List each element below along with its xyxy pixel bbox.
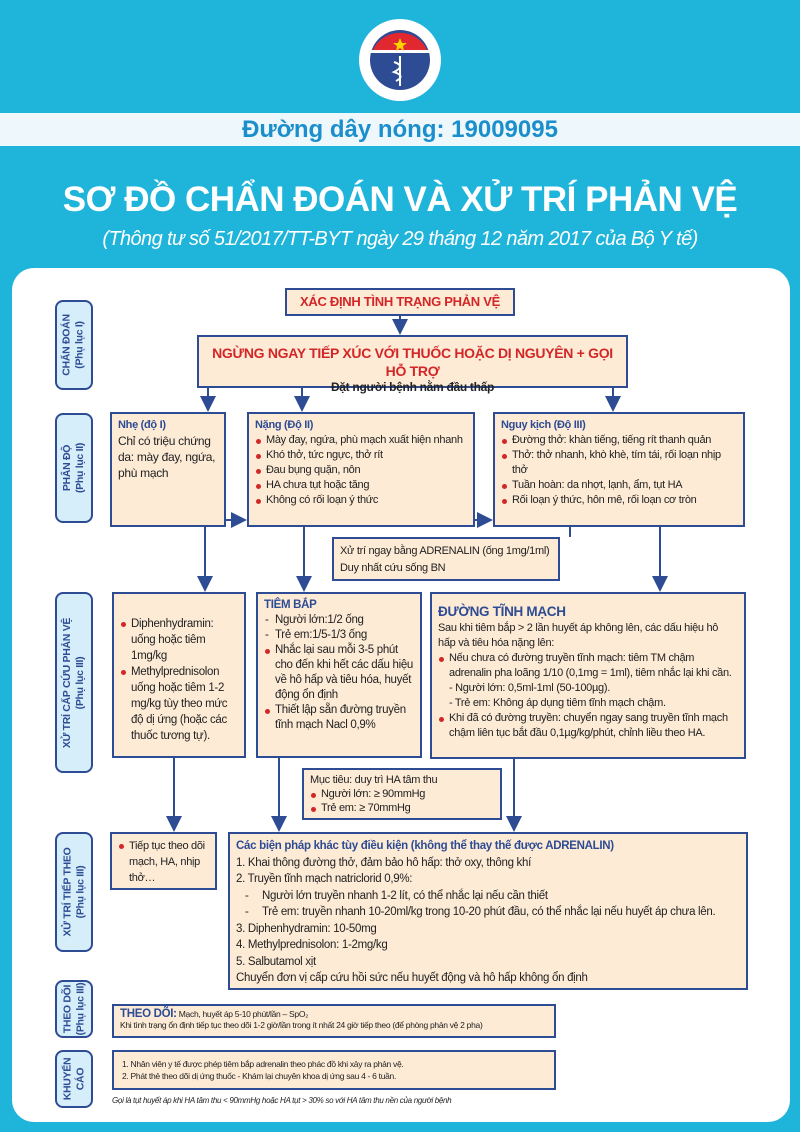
adrenalin-note: Duy nhất cứu sống BN xyxy=(340,562,446,574)
monitor-text: Mạch, huyết áp 5-10 phút/lần – SpO₂ xyxy=(178,1009,309,1019)
im-title: TIÊM BẮP xyxy=(264,599,317,611)
treatment-item: Khi đã có đường truyền: chuyển ngay sang… xyxy=(438,711,738,741)
iv-title: ĐƯỜNG TĨNH MẠCH xyxy=(438,604,566,619)
ministry-logo xyxy=(358,18,442,102)
page-title: SƠ ĐỒ CHẨN ĐOÁN VÀ XỬ TRÍ PHẢN VỆ xyxy=(62,180,738,219)
side-label-title: KHUYẾN xyxy=(61,1057,74,1101)
grade-title: Nặng (Độ II) xyxy=(255,419,314,431)
monitoring-box: THEO DÕI: Mạch, huyết áp 5-10 phút/lần –… xyxy=(112,1004,556,1038)
iv-intro: Sau khi tiêm bắp > 2 lần huyết áp không … xyxy=(438,622,719,649)
target-title: Mục tiêu: duy trì HA tâm thu xyxy=(310,774,438,786)
side-label-diagnosis: CHẨN ĐOÁN(Phụ lục I) xyxy=(55,300,93,390)
side-label-grading: PHÂN ĐỘ(Phụ lục II) xyxy=(55,413,93,523)
hotline: Đường dây nóng: 19009095 xyxy=(0,113,800,146)
measure-item: 3. Diphenhydramin: 10-50mg xyxy=(236,922,377,935)
side-label-monitoring: THEO DÕI(Phụ lục III) xyxy=(55,980,93,1038)
side-label-title: PHÂN ĐỘ xyxy=(61,444,74,492)
symptom-item: Mày đay, ngứa, phù mạch xuất hiện nhanh xyxy=(255,433,467,448)
stop-exposure-text: NGỪNG NGAY TIẾP XÚC VỚI THUỐC HOẶC DỊ NG… xyxy=(212,345,613,379)
side-label-title: XỬ TRÍ TIẾP THEO xyxy=(61,847,73,937)
side-label-title: CHẨN ĐOÁN xyxy=(61,314,73,376)
treatment-item: Nhắc lại sau mỗi 3-5 phút cho đến khi hế… xyxy=(264,643,414,703)
symptom-item: Không có rối loạn ý thức xyxy=(255,493,467,508)
stop-exposure-box: NGỪNG NGAY TIẾP XÚC VỚI THUỐC HOẶC DỊ NG… xyxy=(197,335,628,394)
target-item: Trẻ em: ≥ 70mmHg xyxy=(310,801,494,815)
measure-item: 5. Salbutamol xịt xyxy=(236,955,316,968)
dose-item: Trẻ em:1/5-1/3 ống xyxy=(264,628,414,643)
measures-title: Các biện pháp khác tùy điều kiện (không … xyxy=(236,840,614,852)
mild-followup-box: Tiếp tục theo dõi mạch, HA, nhịp thở… xyxy=(110,832,217,890)
symptom-item: HA chưa tụt hoặc tăng xyxy=(255,478,467,493)
followup-item: Tiếp tục theo dõi mạch, HA, nhịp thở… xyxy=(118,838,209,886)
treatment-item: Methylprednisolon uống hoặc tiêm 1-2 mg/… xyxy=(120,664,238,744)
treatment-item: Diphenhydramin: uống hoặc tiêm 1mg/kg xyxy=(120,616,238,664)
grade-title: Nguy kịch (Độ III) xyxy=(501,419,586,431)
target-item: Người lớn: ≥ 90mmHg xyxy=(310,787,494,801)
other-measures-box: Các biện pháp khác tùy điều kiện (không … xyxy=(228,832,748,990)
symptom-item: Đường thở: khàn tiếng, tiếng rít thanh q… xyxy=(501,433,737,448)
symptom-item: Khó thở, tức ngực, thở rít xyxy=(255,448,467,463)
side-label-emergency: XỬ TRÍ CẤP CỨU PHẢN VỆ(Phụ lục III) xyxy=(55,592,93,773)
intravenous-box: ĐƯỜNG TĨNH MẠCH Sau khi tiêm bắp > 2 lần… xyxy=(430,592,746,759)
side-label-sub: (Phụ lục III) xyxy=(74,656,87,709)
grade-text: Chỉ có triệu chứng da: mày đay, ngứa, ph… xyxy=(118,434,216,480)
treatment-item: Nếu chưa có đường truyền tĩnh mạch: tiêm… xyxy=(438,651,738,681)
measure-item: 4. Methylprednisolon: 1-2mg/kg xyxy=(236,939,388,951)
intramuscular-box: TIÊM BẮP Người lớn:1/2 ốngTrẻ em:1/5-1/3… xyxy=(256,592,422,758)
side-label-title: XỬ TRÍ CẤP CỨU PHẢN VỆ xyxy=(61,617,74,748)
position-text: Đặt người bệnh nằm đầu thấp xyxy=(330,380,495,394)
side-label-sub: CÁO xyxy=(74,1067,87,1091)
adrenalin-box: Xử trí ngay bằng ADRENALIN (ống 1mg/1ml)… xyxy=(332,537,560,581)
monitor-label: THEO DÕI: xyxy=(120,1008,177,1020)
adrenalin-text: Xử trí ngay bằng ADRENALIN (ống 1mg/1ml) xyxy=(340,545,550,557)
measure-subitem: Người lớn truyền nhanh 1-2 lít, có thể n… xyxy=(244,888,740,905)
identify-text: XÁC ĐỊNH TÌNH TRẠNG PHẢN VỆ xyxy=(300,294,500,309)
identify-box: XÁC ĐỊNH TÌNH TRẠNG PHẢN VỆ xyxy=(285,288,515,316)
symptom-item: Tuần hoàn: da nhợt, lạnh, ẩm, tụt HA xyxy=(501,478,737,493)
dose-item: - Người lớn: 0,5ml-1ml (50-100µg). xyxy=(449,682,610,694)
side-label-title: THEO DÕI xyxy=(61,984,73,1034)
monitor-text: Khi tình trạng ổn định tiếp tục theo dõi… xyxy=(120,1020,483,1030)
side-label-followup: XỬ TRÍ TIẾP THEO(Phụ lục III) xyxy=(55,832,93,952)
side-label-sub: (Phụ lục I) xyxy=(74,321,86,369)
side-label-sub: (Phụ lục III) xyxy=(74,982,86,1036)
symptom-item: Rối loạn ý thức, hôn mê, rối loạn cơ trò… xyxy=(501,493,737,508)
recommendation-item: 1. Nhân viên y tế được phép tiêm bắp adr… xyxy=(122,1059,404,1069)
treatment-item: Thiết lập sẵn đường truyền tĩnh mạch Nac… xyxy=(264,703,414,733)
grade-critical-box: Nguy kịch (Độ III) Đường thở: khàn tiếng… xyxy=(493,412,745,527)
dose-item: Người lớn:1/2 ống xyxy=(264,613,414,628)
grade-severe-box: Nặng (Độ II) Mày đay, ngứa, phù mạch xuấ… xyxy=(247,412,475,527)
page-subtitle: (Thông tư số 51/2017/TT-BYT ngày 29 thán… xyxy=(102,228,698,250)
measure-item: Chuyển đơn vị cấp cứu hồi sức nếu huyết … xyxy=(236,972,588,984)
dose-item: - Trẻ em: Không áp dụng tiêm tĩnh mạch c… xyxy=(449,697,666,709)
grade-title: Nhẹ (độ I) xyxy=(118,419,166,431)
side-label-sub: (Phụ lục II) xyxy=(74,442,87,494)
caduceus-emblem-icon xyxy=(359,19,441,101)
recommendation-box: 1. Nhân viên y tế được phép tiêm bắp adr… xyxy=(112,1050,556,1090)
grade-mild-box: Nhẹ (độ I) Chỉ có triệu chứng da: mày đa… xyxy=(110,412,226,527)
measure-item: 2. Truyền tĩnh mạch natriclorid 0,9%: xyxy=(236,873,413,885)
target-bp-box: Mục tiêu: duy trì HA tâm thu Người lớn: … xyxy=(302,768,502,820)
side-label-sub: (Phụ lục III) xyxy=(74,865,86,919)
symptom-item: Đau bụng quặn, nôn xyxy=(255,463,467,478)
footnote: Gọi là tụt huyết áp khi HA tâm thu < 90m… xyxy=(112,1096,452,1105)
symptom-item: Thở: thở nhanh, khò khè, tím tái, rối lo… xyxy=(501,448,737,478)
recommendation-item: 2. Phát thẻ theo dõi dị ứng thuốc - Khám… xyxy=(122,1071,397,1081)
measure-subitem: Trẻ em: truyền nhanh 10-20ml/kg trong 10… xyxy=(244,904,740,921)
measure-item: 1. Khai thông đường thở, đảm bảo hô hấp:… xyxy=(236,856,532,869)
